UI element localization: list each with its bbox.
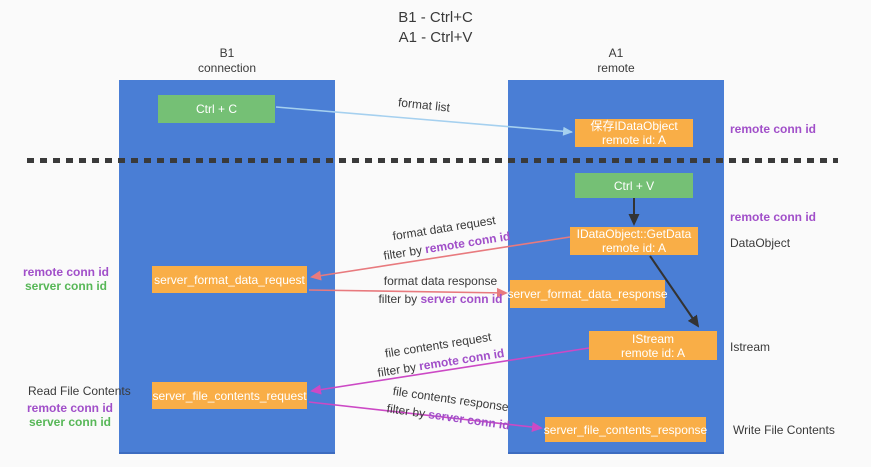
istream-side-label: Istream: [730, 340, 771, 354]
node-server-file-contents-response: server_file_contents_response: [543, 417, 708, 442]
node-idataobject-getdata: IDataObject::GetData remote id: A: [570, 227, 698, 255]
read-file-contents-label: Read File Contents: [28, 384, 131, 398]
format-response-label: server_format_data_response: [507, 287, 668, 301]
title-line-1: B1 - Ctrl+C: [398, 9, 473, 26]
format-list-arrow-label: format list: [397, 95, 451, 115]
remote-conn-id-label-top-right: remote conn id: [730, 122, 817, 136]
server-conn-id-label-left-1: server conn id: [24, 279, 108, 293]
lane-header-b1: B1 connection: [119, 46, 335, 76]
remote-conn-id-label-left-1: remote conn id: [22, 265, 109, 279]
getdata-line1: IDataObject::GetData: [576, 227, 692, 241]
format-data-response-filter: filter by server conn id: [378, 292, 503, 306]
ctrl-c-label: Ctrl + C: [195, 102, 237, 116]
remote-conn-id-label-left-2: remote conn id: [26, 401, 113, 415]
format-data-request-label: format data request filter by remote con…: [376, 209, 515, 266]
dataobject-label: DataObject: [730, 236, 791, 250]
file-contents-response-label: file contents response filter by server …: [380, 381, 519, 435]
format-data-response-label: format data response filter by server co…: [378, 272, 503, 308]
diagram-title: B1 - Ctrl+C A1 - Ctrl+V: [0, 8, 871, 48]
format-request-label: server_format_data_request: [154, 272, 305, 287]
istream-line2: remote id: A: [620, 345, 686, 360]
getdata-line2: remote id: A: [601, 241, 667, 255]
lane-b1-name: B1: [219, 46, 235, 60]
left-conn-id-block-format: remote conn id server conn id: [20, 265, 112, 293]
node-ctrl-c: Ctrl + C: [158, 95, 275, 123]
left-conn-id-block-file: remote conn id server conn id: [24, 401, 116, 429]
node-server-format-data-request: server_format_data_request: [152, 266, 307, 293]
title-line-2: A1 - Ctrl+V: [398, 29, 473, 46]
lane-a1-subtitle: remote: [597, 61, 635, 75]
ctrl-v-label: Ctrl + V: [613, 178, 655, 193]
dashed-separator: [27, 158, 838, 163]
node-save-idataobject: 保存IDataObject remote id: A: [575, 119, 693, 147]
save-idataobject-line1: 保存IDataObject: [590, 119, 678, 133]
server-conn-id-label-left-2: server conn id: [28, 415, 112, 429]
lane-b1-subtitle: connection: [197, 61, 257, 75]
file-response-label: server_file_contents_response: [543, 422, 708, 437]
file-request-label: server_file_contents_request: [152, 388, 307, 403]
format-data-response-title: format data response: [383, 274, 498, 288]
node-server-file-contents-request: server_file_contents_request: [152, 382, 307, 409]
file-contents-request-label: file contents request filter by remote c…: [370, 326, 509, 383]
format-response-filter-key: server conn id: [420, 292, 503, 306]
node-server-format-data-response: server_format_data_response: [507, 280, 668, 308]
istream-line1: IStream: [631, 331, 674, 346]
node-ctrl-v: Ctrl + V: [575, 173, 693, 198]
write-file-contents-label: Write File Contents: [733, 423, 835, 437]
node-istream: IStream remote id: A: [589, 331, 717, 360]
lane-a1-name: A1: [608, 46, 624, 60]
lane-header-a1: A1 remote: [508, 46, 724, 76]
save-idataobject-line2: remote id: A: [601, 133, 667, 147]
remote-conn-id-label-mid-right: remote conn id: [730, 210, 817, 224]
